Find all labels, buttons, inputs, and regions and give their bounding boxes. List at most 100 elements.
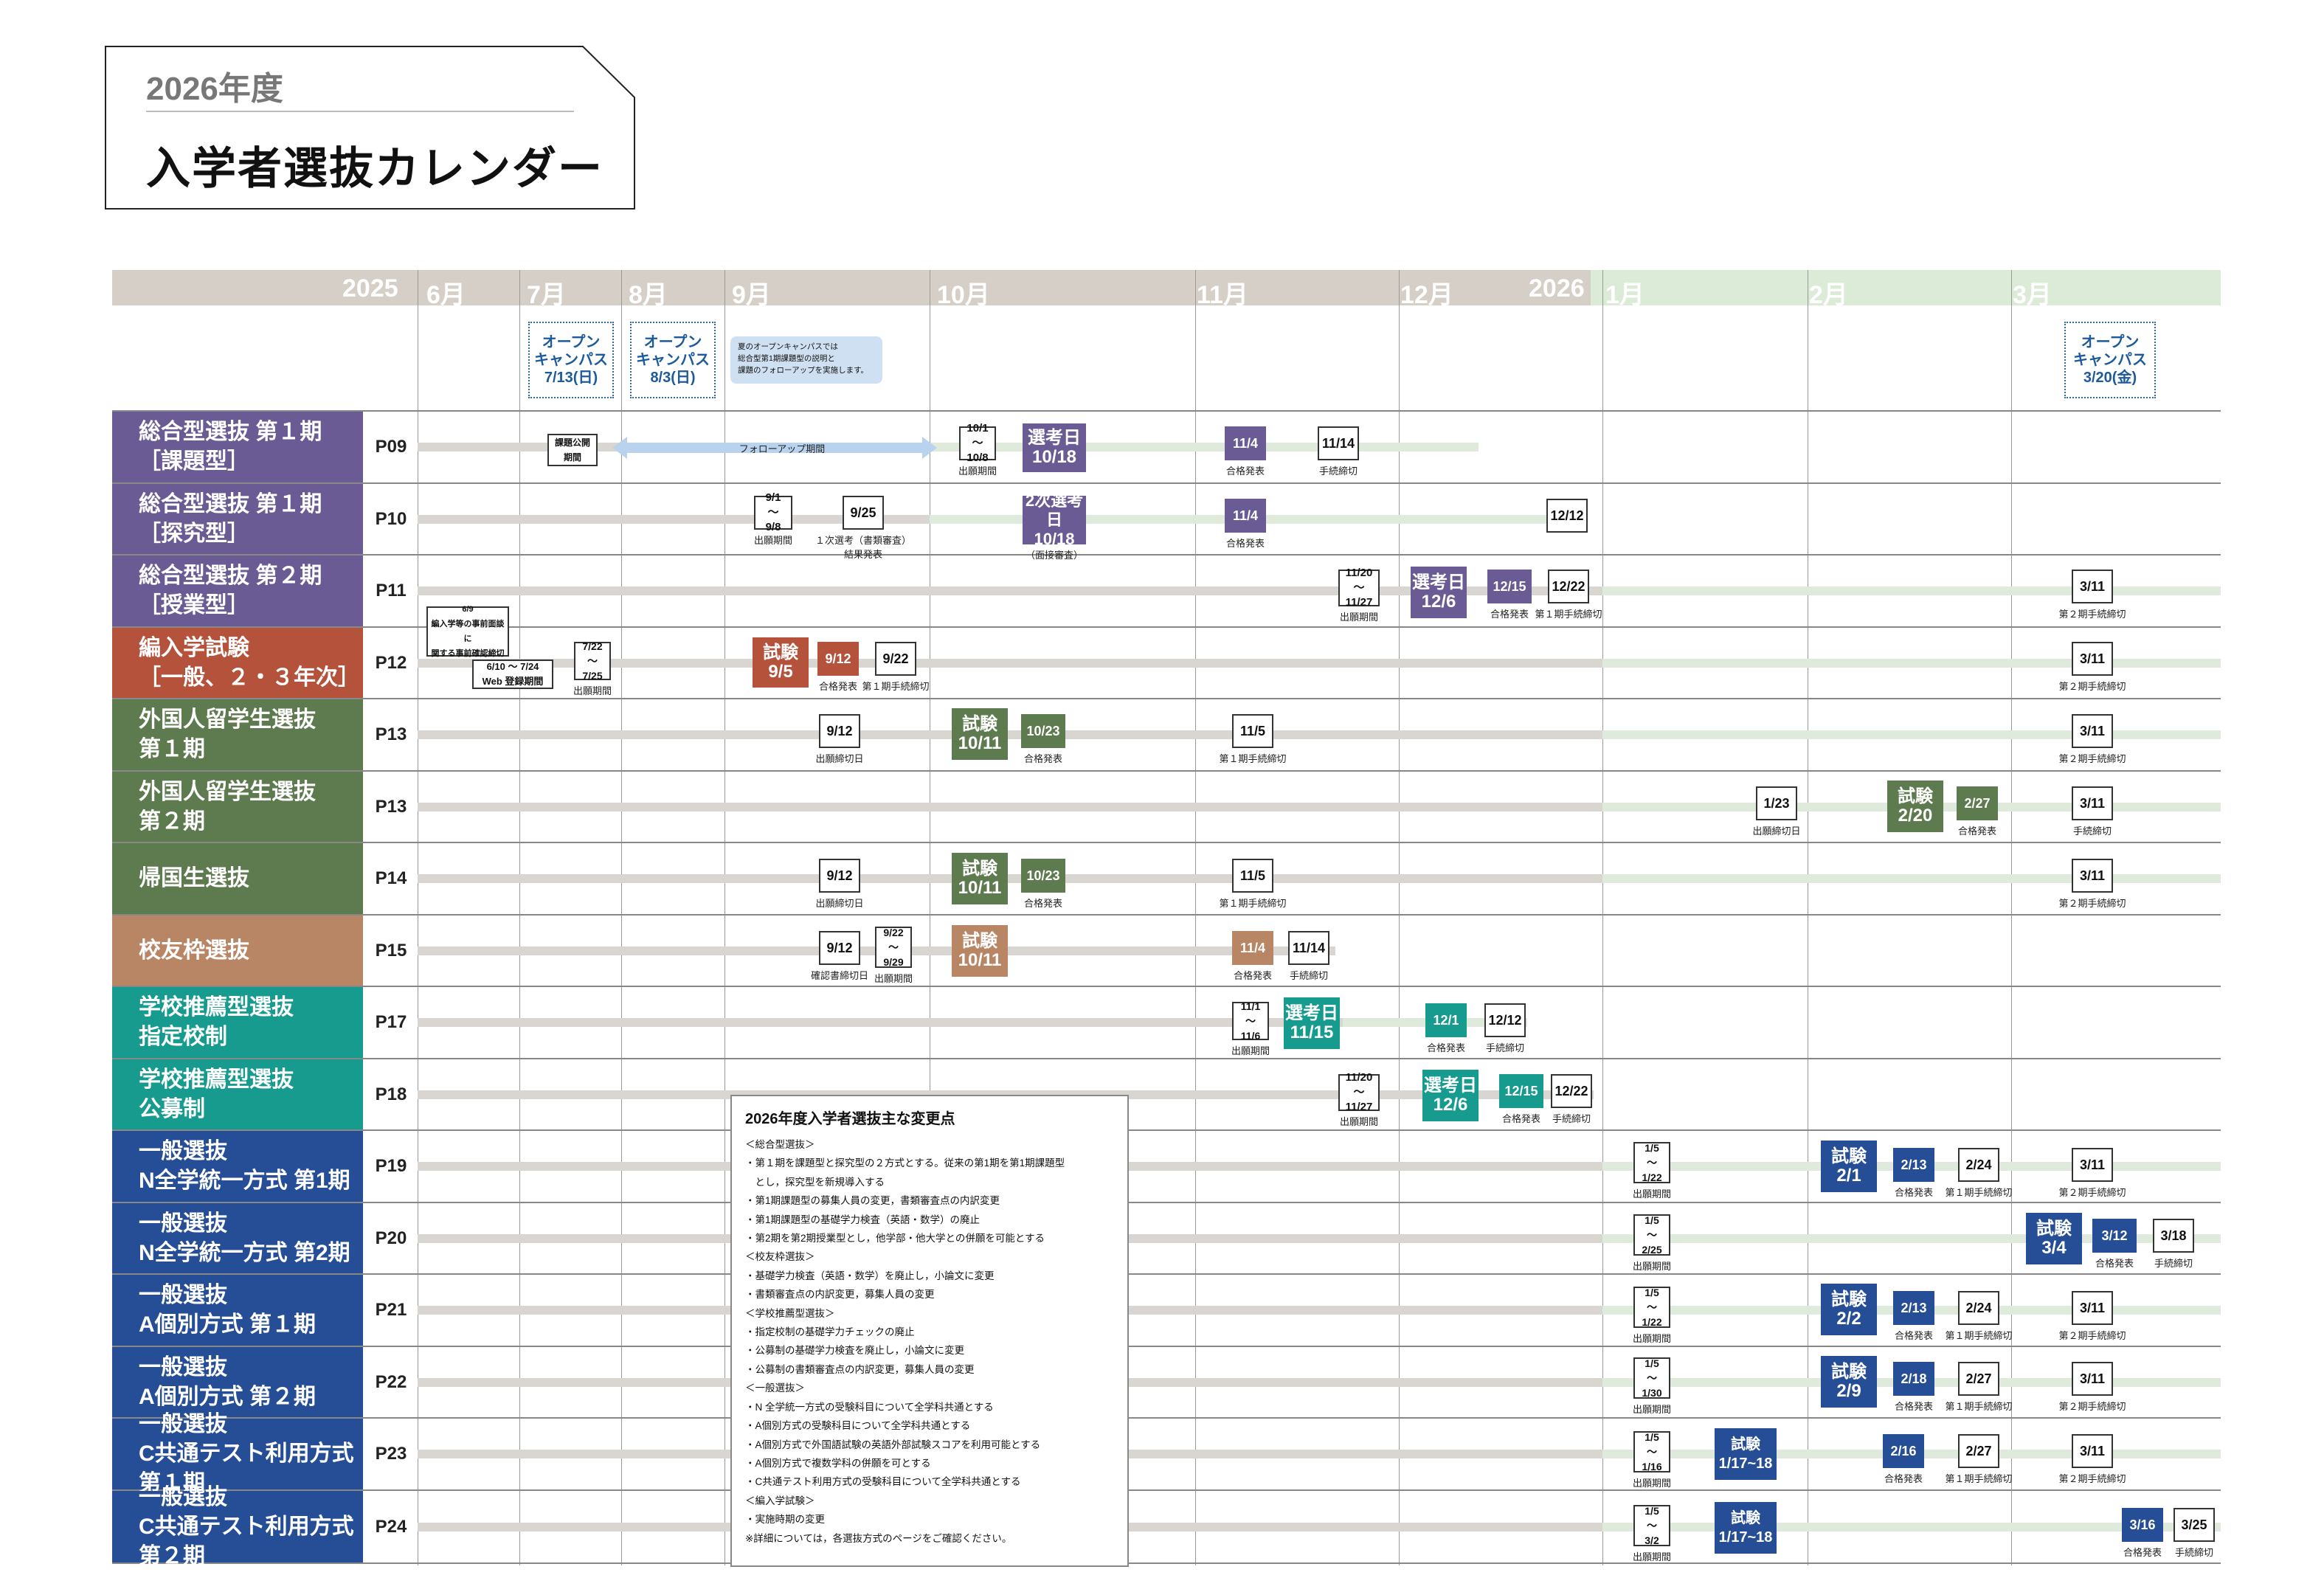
event-highlight: 試験 2/1 [1821, 1141, 1877, 1192]
event-date-box: 2/24 [1958, 1148, 1999, 1182]
category-label: 総合型選抜 第１期 ［探究型］ [112, 484, 363, 554]
timeline-track [1602, 658, 2221, 668]
event-caption: 第２期手続締切 [2058, 1473, 2126, 1484]
event-date-box: 10/1 〜 10/8 [959, 422, 996, 464]
page-ref[interactable]: P15 [375, 940, 407, 961]
event-highlight: 2次選考日 10/18 [1023, 491, 1086, 548]
page-ref[interactable]: P09 [375, 437, 407, 457]
grid-line [1602, 270, 1603, 1565]
row-divider [112, 626, 2221, 628]
event-caption: 手続締切 [1318, 466, 1358, 477]
event-date-box: 11/20 〜 11/27 [1338, 567, 1380, 609]
event-highlight: 9/12 [817, 642, 859, 676]
event-caption: 出願期間 [874, 973, 913, 984]
changes-note-box: 2026年度入学者選抜主な変更点 ＜総合型選抜＞・第１期を課題型と探究型の２方式… [730, 1095, 1129, 1567]
month-header-bar: 2025 6月 7月 8月 9月 10月 11月 12月 2026 1月 2月 … [112, 270, 2221, 309]
event-caption: 出願締切日 [1752, 826, 1801, 837]
category-label: 総合型選抜 第２期 ［授業型］ [112, 556, 363, 626]
event-caption: 出願締切日 [815, 753, 864, 764]
note-line: ・A個別方式の受験科目について全学科共通とする [745, 1420, 971, 1432]
row-divider [112, 1202, 2221, 1203]
note-line: ・基礎学力検査（英語・数学）を廃止し，小論文に変更 [745, 1270, 995, 1281]
month-feb: 2月 [1809, 281, 1848, 309]
event-date-box: 3/11 [2072, 859, 2113, 893]
page-ref[interactable]: P14 [375, 868, 407, 888]
row-divider [112, 1562, 2221, 1564]
event-date-box: 9/12 [819, 859, 860, 893]
page-ref[interactable]: P18 [375, 1084, 407, 1104]
event-highlight: 10/23 [1021, 859, 1065, 893]
page-ref[interactable]: P22 [375, 1371, 407, 1392]
event-date-box: 9/1 〜 9/8 [754, 491, 792, 533]
page-ref[interactable]: P13 [375, 724, 407, 744]
event-caption: 手続締切 [1552, 1113, 1591, 1124]
event-caption: 出願期間 [1632, 1478, 1671, 1489]
event-date-box: 11/20 〜 11/27 [1338, 1071, 1380, 1113]
category-label: 学校推薦型選抜 指定校制 [112, 987, 363, 1058]
timeline-track [930, 443, 1479, 451]
event-highlight: 3/12 [2092, 1219, 2137, 1253]
page-ref[interactable]: P24 [375, 1516, 407, 1537]
event-caption: 第２期手続締切 [2058, 753, 2126, 764]
event-date-box: 11/5 [1232, 859, 1273, 893]
page-ref[interactable]: P23 [375, 1444, 407, 1464]
title-divider [146, 111, 574, 112]
event-caption: 出願期間 [1632, 1188, 1671, 1200]
event-caption: 合格発表 [1023, 753, 1062, 764]
page-ref[interactable]: P10 [375, 508, 407, 529]
row-divider [112, 1346, 2221, 1347]
grid-line [1399, 270, 1400, 1565]
category-label: 外国人留学生選抜 第２期 [112, 772, 363, 842]
event-highlight: 試験 10/11 [952, 925, 1008, 977]
event-date-box: 1/5 〜 1/22 [1633, 1287, 1670, 1328]
month-nov: 11月 [1197, 281, 1248, 309]
page-ref[interactable]: P19 [375, 1156, 407, 1176]
event-caption: 合格発表 [2095, 1258, 2134, 1269]
event-highlight: 試験 2/20 [1887, 781, 1943, 832]
note-line: ・第１期を課題型と探究型の２方式とする。従来の第1期を第1期課題型 [745, 1157, 1065, 1169]
event-highlight: 試験 10/11 [952, 708, 1008, 760]
timeline-track [418, 1018, 1343, 1027]
event-highlight: 2/18 [1893, 1362, 1934, 1396]
event-caption: 出願期間 [1632, 1261, 1671, 1272]
event-date-box: 3/11 [2072, 1362, 2113, 1396]
note-line: ・A個別方式で外国語試験の英語外部試験スコアを利用可能とする [745, 1439, 1041, 1450]
row-divider [112, 1417, 2221, 1419]
follow-up-arrow [612, 437, 937, 459]
note-line: ＜編入学試験＞ [745, 1495, 815, 1506]
title-box: 2026年度 入学者選抜カレンダー [105, 46, 636, 210]
event-date-box: 1/5 〜 1/22 [1633, 1142, 1670, 1183]
category-label: 一般選抜 N全学統一方式 第2期 [112, 1203, 363, 1273]
event-date-box: 12/12 [1546, 499, 1588, 533]
note-line: ※詳細については，各選抜方式のページをご確認ください。 [745, 1532, 1012, 1544]
event-caption: 手続締切 [2072, 826, 2112, 837]
event-caption: 出願期間 [1632, 1404, 1671, 1415]
event-caption: 合格発表 [818, 681, 857, 692]
page-ref[interactable]: P21 [375, 1300, 407, 1320]
page-ref[interactable]: P11 [376, 581, 407, 601]
page-ref[interactable]: P17 [375, 1012, 407, 1032]
note-line: ＜総合型選抜＞ [745, 1139, 815, 1150]
event-date-box: 3/11 [2072, 786, 2113, 820]
event-caption: 出願期間 [753, 535, 792, 546]
note-line: ・書類審査点の内訳変更，募集人員の変更 [745, 1289, 935, 1301]
event-date-box: 1/23 [1756, 786, 1797, 820]
category-label: 編入学試験 ［一般、２・３年次］ [112, 628, 363, 698]
event-caption: 合格発表 [1023, 898, 1062, 909]
open-campus-0320: オープン キャンパス 3/20(金) [2064, 322, 2156, 398]
page-ref[interactable]: P12 [375, 652, 407, 673]
event-highlight: 3/16 [2122, 1508, 2163, 1542]
note-line: ・N 全学統一方式の受験科目について全学科共通とする [745, 1401, 994, 1413]
event-caption: 第１期手続締切 [862, 681, 930, 692]
page-ref[interactable]: P20 [375, 1228, 407, 1248]
note-line: ・C共通テスト利用方式の受験科目について全学科共通とする [745, 1476, 1021, 1488]
event-date-box: 11/1 〜 11/6 [1232, 1000, 1269, 1042]
event-date-box: 2/27 [1958, 1434, 1999, 1468]
event-highlight: 試験 1/17~18 [1715, 1502, 1777, 1554]
event-highlight: 選考日 12/6 [1411, 567, 1467, 618]
event-highlight: 2/13 [1893, 1291, 1934, 1325]
category-label: 一般選抜 C共通テスト利用方式第１期 [112, 1412, 363, 1495]
event-caption: 第２期手続締切 [2058, 681, 2126, 692]
page-ref[interactable]: P13 [375, 796, 407, 817]
note-line: ・実施時期の変更 [745, 1514, 825, 1526]
